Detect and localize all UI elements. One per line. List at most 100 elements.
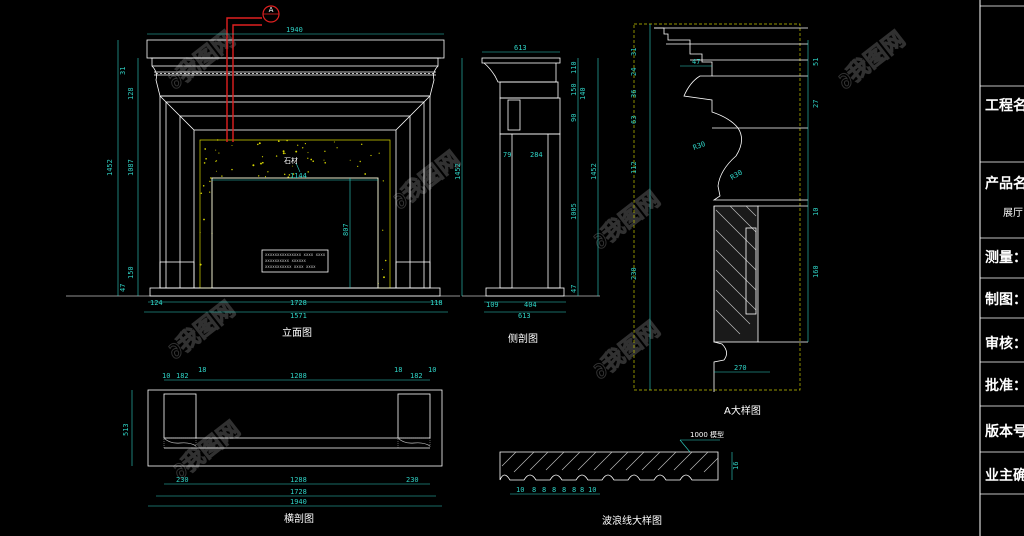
wave-dim-6: 8 xyxy=(580,486,584,494)
dim-base-right: 118 xyxy=(430,299,443,307)
stone-speckle xyxy=(275,155,278,157)
wave-height: 16 xyxy=(732,462,740,470)
stone-speckle xyxy=(260,162,262,165)
plan-top-dim-3: 1288 xyxy=(290,372,307,380)
title-row-project: 工程名 xyxy=(985,97,1024,114)
stone-speckle xyxy=(215,170,217,172)
detail-radius-2: R30 xyxy=(729,168,744,181)
side-dim-bottom-width: 613 xyxy=(518,312,531,320)
stone-speckle xyxy=(215,160,218,162)
stone-speckle xyxy=(324,150,326,152)
stone-speckle xyxy=(209,180,211,183)
stone-speckle xyxy=(333,141,335,143)
detail-dim-47: 47 xyxy=(692,58,700,66)
plan-bottom-dim-2: 230 xyxy=(406,476,419,484)
stone-speckle xyxy=(210,177,212,179)
plan-top-dim-5: 182 xyxy=(410,372,423,380)
elevation-caption: 立面图 xyxy=(282,326,312,339)
side-dim-h1: 150 xyxy=(570,83,578,96)
dim-height-150: 150 xyxy=(127,266,135,279)
stone-speckle xyxy=(203,218,205,221)
detail-a-view: 31 24 36 63 112 230 51 27 10 160 47 R30 … xyxy=(630,23,820,417)
stone-speckle xyxy=(288,174,291,176)
stone-speckle xyxy=(221,175,223,177)
side-dim-mid-width: 284 xyxy=(530,151,543,159)
stone-speckle xyxy=(295,150,298,153)
watermark: ∂我图网 xyxy=(588,317,665,385)
stone-speckle xyxy=(324,161,327,164)
plan-width-1940: 1940 xyxy=(290,498,307,506)
watermark: ∂我图网 xyxy=(168,417,245,485)
stone-speckle xyxy=(258,142,261,145)
title-row-product-sub: 展厅 xyxy=(1003,207,1023,219)
stone-speckle xyxy=(199,263,202,266)
plan-top-dim-2: 18 xyxy=(198,366,206,374)
dim-opening-width: 1144 xyxy=(290,172,307,180)
side-dim-total-height: 1452 xyxy=(454,163,462,180)
side-dim-h4: 1005 xyxy=(570,203,578,220)
watermark: ∂我图网 xyxy=(588,187,665,255)
wave-dim-1: 8 xyxy=(532,486,536,494)
stone-speckle xyxy=(291,176,293,178)
wave-dim-7: 10 xyxy=(588,486,596,494)
stone-label: 石材 xyxy=(284,156,298,165)
stone-speckle xyxy=(378,152,380,154)
stone-speckle xyxy=(304,143,306,145)
stone-speckle xyxy=(292,165,294,167)
dim-opening-height: 807 xyxy=(342,223,350,236)
section-marker-label: A xyxy=(269,6,274,14)
plan-section-view: 10 182 18 1288 18 182 10 230 1288 230 17… xyxy=(122,366,443,525)
elevation-view: xxxxxxxxxxxxxxx xxxx xxxx xxxxxxxxxx xxx… xyxy=(66,5,460,339)
detail-dim-l2: 36 xyxy=(630,90,638,98)
stone-speckle xyxy=(283,173,286,176)
plan-top-dim-4: 18 xyxy=(394,366,402,374)
detail-a-caption: A大样图 xyxy=(724,404,761,417)
title-row-approve: 批准： xyxy=(985,377,1024,394)
spec-note-box xyxy=(261,249,329,273)
plan-bottom-dim-0: 230 xyxy=(176,476,189,484)
plan-caption: 横剖图 xyxy=(284,512,314,525)
dentil-strip xyxy=(154,71,436,76)
stone-speckle xyxy=(360,143,363,146)
stone-speckle xyxy=(382,229,384,231)
detail-dim-r3: 160 xyxy=(812,265,820,278)
side-dim-h3: 90 xyxy=(570,114,578,122)
side-section-view: 613 284 79 404 109 613 1452 1452 110 150… xyxy=(454,44,600,345)
stone-speckle xyxy=(359,160,361,163)
side-dim-left-mid: 79 xyxy=(503,151,511,159)
title-row-drawn: 制图： xyxy=(985,291,1024,308)
title-row-version: 版本号 xyxy=(985,423,1024,440)
dim-height-1087: 1087 xyxy=(127,159,135,176)
stone-speckle xyxy=(364,173,367,175)
wave-label: 1000 模型 xyxy=(690,430,724,439)
stone-speckle xyxy=(302,147,304,149)
side-dim-h5: 47 xyxy=(570,285,578,293)
side-dim-right-total: 1452 xyxy=(590,163,598,180)
detail-radius-1: R30 xyxy=(692,140,707,152)
stone-speckle xyxy=(199,231,201,233)
side-dim-h2: 140 xyxy=(579,87,587,100)
watermark: ∂我图网 xyxy=(163,297,240,365)
plan-top-dim-0: 10 xyxy=(162,372,170,380)
svg-text:xxxxxxxxxxxxxxx xxxx xxxx: xxxxxxxxxxxxxxx xxxx xxxx xyxy=(265,252,326,257)
stone-speckle xyxy=(310,158,313,161)
detail-dim-l0: 31 xyxy=(630,48,638,56)
wave-detail-view: 1000 模型 16 10 8 8 8 8 8 8 10 波浪线大样图 xyxy=(499,430,740,527)
stone-speckle xyxy=(285,152,287,154)
stone-speckle xyxy=(297,144,299,146)
detail-dim-r0: 51 xyxy=(812,58,820,66)
stone-speckle xyxy=(312,160,315,163)
stone-speckle xyxy=(292,173,295,175)
stone-speckle xyxy=(204,148,207,150)
detail-dim-270: 270 xyxy=(734,364,747,372)
stone-speckle xyxy=(286,139,288,142)
stone-speckle xyxy=(267,171,269,173)
plan-depth: 513 xyxy=(122,423,130,436)
dim-base-left: 124 xyxy=(150,299,163,307)
stone-speckle xyxy=(307,171,309,173)
stone-speckle xyxy=(218,152,220,154)
dim-total-height: 1452 xyxy=(106,159,114,176)
stone-speckle xyxy=(231,168,233,171)
dim-base-width: 1728 xyxy=(290,299,307,307)
